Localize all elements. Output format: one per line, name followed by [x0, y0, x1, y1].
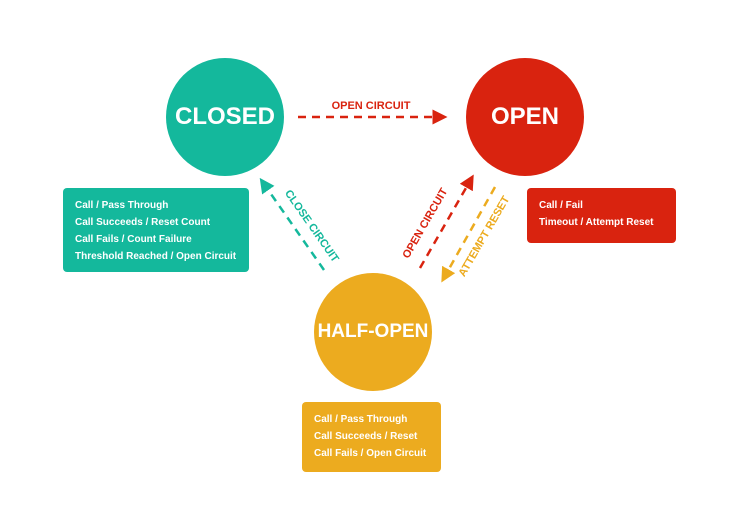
- closed-action-item: Call Fails / Count Failure: [75, 234, 192, 245]
- label-half-to-open: OPEN CIRCUIT: [400, 186, 450, 261]
- closed-action-item: Call / Pass Through: [75, 200, 169, 211]
- state-half-open: HALF-OPEN: [314, 273, 432, 391]
- state-closed-label: CLOSED: [174, 103, 275, 130]
- half-open-actions-box: Call / Pass Through Call Succeeds / Rese…: [302, 402, 441, 472]
- open-action-item: Timeout / Attempt Reset: [539, 217, 654, 228]
- closed-action-item: Call Succeeds / Reset Count: [75, 217, 211, 228]
- label-open-to-half: ATTEMPT RESET: [456, 194, 512, 279]
- arrow-half-to-open: [418, 174, 474, 269]
- arrow-open-to-half: [441, 186, 497, 283]
- half-open-action-item: Call / Pass Through: [314, 414, 408, 425]
- closed-actions-box: Call / Pass Through Call Succeeds / Rese…: [63, 188, 249, 272]
- state-closed: CLOSED: [166, 58, 284, 176]
- state-open-label: OPEN: [490, 103, 559, 130]
- arrow-half-to-closed: [259, 177, 326, 271]
- half-open-action-item: Call Succeeds / Reset: [314, 431, 418, 442]
- half-open-action-item: Call Fails / Open Circuit: [314, 448, 427, 459]
- label-closed-to-open: OPEN CIRCUIT: [332, 100, 411, 112]
- state-half-open-label: HALF-OPEN: [317, 321, 429, 342]
- closed-action-item: Threshold Reached / Open Circuit: [75, 251, 237, 262]
- open-actions-box: Call / Fail Timeout / Attempt Reset: [527, 188, 676, 243]
- open-action-item: Call / Fail: [539, 200, 583, 211]
- state-open: OPEN: [466, 58, 584, 176]
